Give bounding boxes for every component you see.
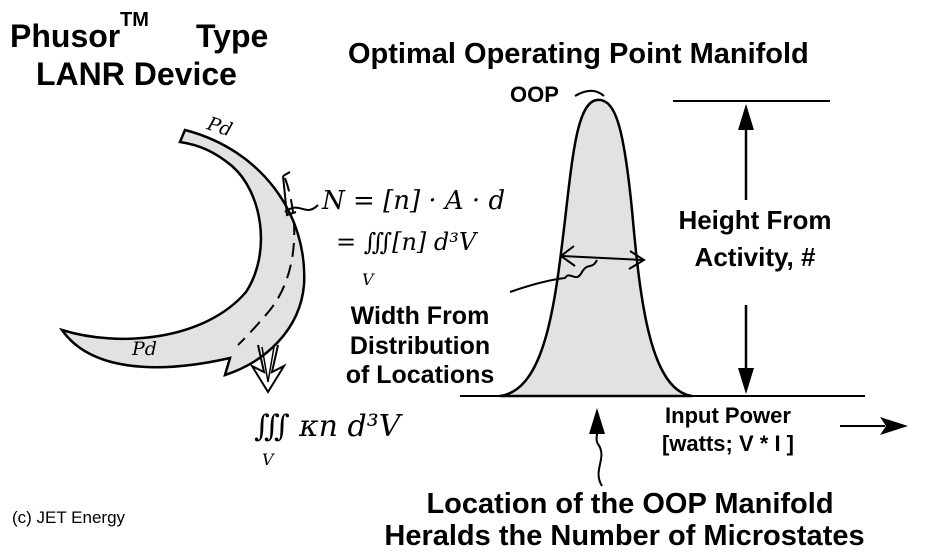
x-axis-label-line2: [watts; V * I ]	[661, 431, 794, 456]
bottom-caption-line2: Heralds the Number of Microstates	[384, 520, 865, 552]
down-arrow-inner	[261, 346, 275, 383]
width-arrow-shaft	[561, 255, 644, 261]
equation-kappa-integral: ∭ κn d³V	[254, 409, 401, 444]
x-axis-label-line1: Input Power	[665, 403, 791, 428]
height-label-line1: Height From	[678, 205, 832, 235]
left-title-word-phusor: Phusor	[10, 18, 121, 54]
left-title-line2: LANR Device	[36, 56, 237, 92]
oop-manifold-curve	[499, 98, 693, 398]
width-label-line1: Width From	[350, 302, 490, 330]
equation-n-product: N = [n] · A · d	[322, 186, 506, 216]
equation-triple-integral-subscript: V	[362, 270, 374, 289]
bottom-caption-line1: Location of the OOP Manifold	[426, 488, 834, 520]
width-label-line3: of Locations	[345, 361, 495, 389]
location-up-arrow-head	[589, 408, 605, 434]
x-axis-arrow-head	[880, 417, 908, 435]
width-label-line2: Distribution	[349, 332, 491, 360]
equation-triple-integral: = ∭[n] d³V	[336, 228, 477, 256]
device-label-pd-bottom: Pd	[132, 338, 157, 360]
height-arrow-head-up	[738, 104, 754, 130]
down-arrow-icon	[249, 344, 287, 394]
height-label-line2: Activity, #	[694, 242, 816, 272]
main-title: Optimal Operating Point Manifold	[348, 38, 809, 70]
left-title-word-type: Type	[196, 18, 269, 54]
width-arrow-head-left	[559, 245, 576, 267]
device-equation-connector	[284, 204, 319, 213]
copyright-text: (c) JET Energy	[12, 508, 126, 527]
width-label-connector	[509, 259, 598, 293]
trademark-mark: TM	[120, 9, 149, 31]
height-arrow-head-down	[738, 368, 754, 394]
equation-kappa-integral-subscript: V	[262, 450, 274, 469]
phusor-device-shape	[58, 128, 306, 377]
width-arrow-head-right	[628, 250, 646, 270]
oop-peak-label: OOP	[510, 82, 559, 107]
device-bracket	[282, 171, 297, 217]
oop-pointer	[574, 89, 605, 97]
device-dashed-line	[237, 177, 296, 346]
